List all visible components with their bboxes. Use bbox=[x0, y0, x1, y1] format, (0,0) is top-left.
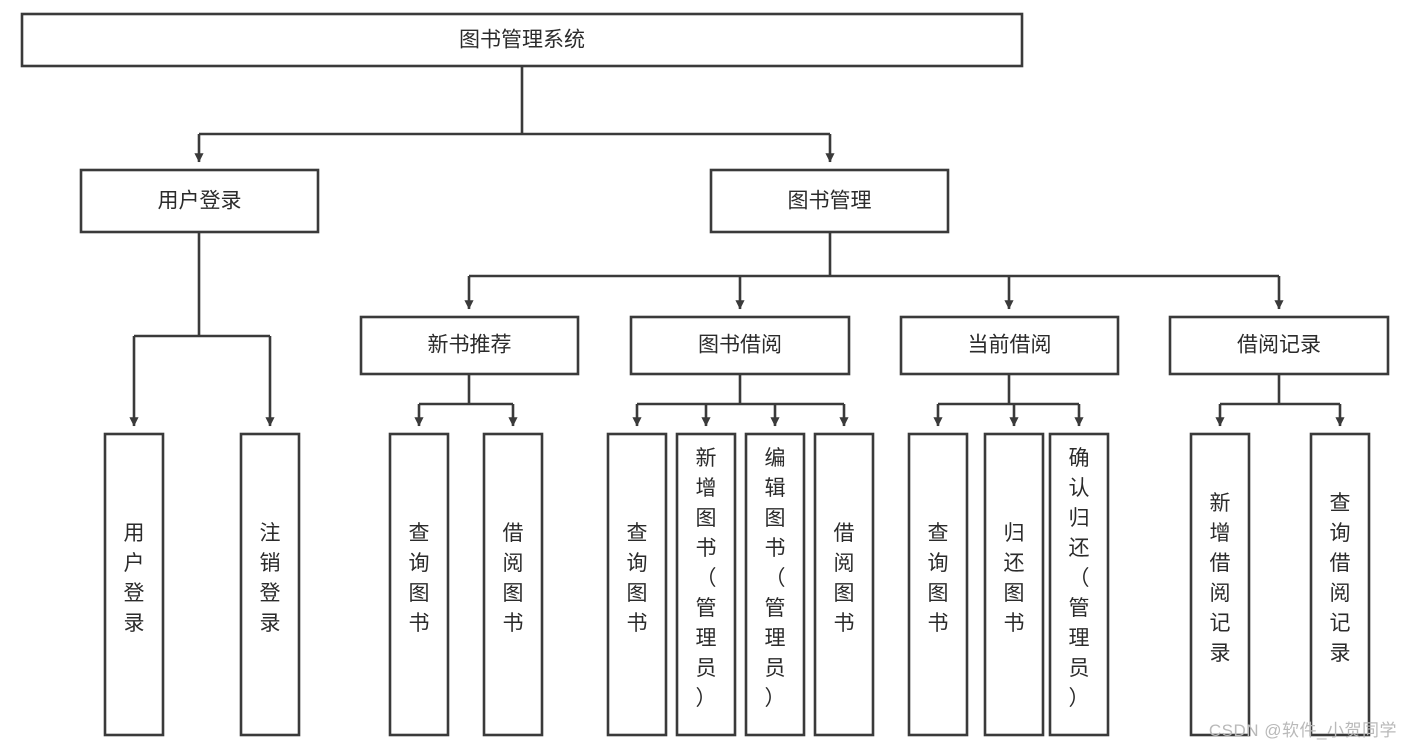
node-login-box[interactable] bbox=[79, 168, 320, 234]
node-records[interactable]: 借阅记录 bbox=[1168, 315, 1390, 376]
node-newbook-label: 新书推荐 bbox=[428, 334, 512, 357]
node-records-label: 借阅记录 bbox=[1237, 334, 1321, 357]
node-leaf-1-label: 用户登录 bbox=[124, 522, 145, 635]
node-root-label: 图书管理系统 bbox=[459, 29, 585, 52]
node-leaf-13-label: 查询借阅记录 bbox=[1330, 492, 1351, 665]
node-leaf-9[interactable]: 查询图书 bbox=[907, 432, 969, 737]
node-leaf-4-box[interactable] bbox=[482, 432, 544, 737]
node-leaf-6[interactable]: 新增图书（管理员） bbox=[675, 432, 737, 737]
node-newbook[interactable]: 新书推荐 bbox=[359, 315, 580, 376]
node-leaf-6-label: 新增图书（管理员） bbox=[696, 447, 717, 710]
node-leaf-8[interactable]: 借阅图书 bbox=[813, 432, 875, 737]
node-leaf-3-label: 查询图书 bbox=[409, 522, 430, 635]
connector-layer bbox=[129, 66, 1345, 427]
node-login[interactable]: 用户登录 bbox=[79, 168, 320, 234]
node-current-box[interactable] bbox=[899, 315, 1120, 376]
node-leaf-9-label: 查询图书 bbox=[928, 522, 949, 635]
node-leaf-5-box[interactable] bbox=[606, 432, 668, 737]
node-records-box[interactable] bbox=[1168, 315, 1390, 376]
node-bookmgmt[interactable]: 图书管理 bbox=[709, 168, 950, 234]
node-leaf-7-label: 编辑图书（管理员） bbox=[765, 447, 786, 710]
node-leaf-3-box[interactable] bbox=[388, 432, 450, 737]
node-root[interactable]: 图书管理系统 bbox=[20, 12, 1024, 68]
node-borrow-box[interactable] bbox=[629, 315, 851, 376]
node-leaf-2-label: 注销登录 bbox=[260, 522, 281, 635]
node-leaf-7[interactable]: 编辑图书（管理员） bbox=[744, 432, 806, 737]
node-leaf-8-box[interactable] bbox=[813, 432, 875, 737]
node-leaf-13-box[interactable] bbox=[1309, 432, 1371, 737]
node-leaf-13[interactable]: 查询借阅记录 bbox=[1309, 432, 1371, 737]
node-leaf-2[interactable]: 注销登录 bbox=[239, 432, 301, 737]
node-current[interactable]: 当前借阅 bbox=[899, 315, 1120, 376]
node-leaf-1-box[interactable] bbox=[103, 432, 165, 737]
node-leaf-10[interactable]: 归还图书 bbox=[983, 432, 1045, 737]
node-leaf-11-box[interactable] bbox=[1048, 432, 1110, 737]
node-leaf-6-box[interactable] bbox=[675, 432, 737, 737]
node-leaf-11[interactable]: 确认归还（管理员） bbox=[1048, 432, 1110, 737]
node-leaf-11-label: 确认归还（管理员） bbox=[1069, 447, 1090, 710]
node-leaf-8-label: 借阅图书 bbox=[834, 522, 855, 635]
node-leaf-2-box[interactable] bbox=[239, 432, 301, 737]
node-leaf-10-label: 归还图书 bbox=[1004, 522, 1025, 635]
node-root-box[interactable] bbox=[20, 12, 1024, 68]
node-leaf-9-box[interactable] bbox=[907, 432, 969, 737]
node-leaf-5-label: 查询图书 bbox=[627, 522, 648, 635]
node-leaf-3[interactable]: 查询图书 bbox=[388, 432, 450, 737]
node-borrow[interactable]: 图书借阅 bbox=[629, 315, 851, 376]
node-leaf-12-label: 新增借阅记录 bbox=[1210, 492, 1231, 665]
node-bookmgmt-box[interactable] bbox=[709, 168, 950, 234]
node-leaf-12[interactable]: 新增借阅记录 bbox=[1189, 432, 1251, 737]
node-leaf-4-label: 借阅图书 bbox=[503, 522, 524, 635]
node-leaf-12-box[interactable] bbox=[1189, 432, 1251, 737]
node-bookmgmt-label: 图书管理 bbox=[788, 190, 872, 213]
node-newbook-box[interactable] bbox=[359, 315, 580, 376]
node-leaf-7-box[interactable] bbox=[744, 432, 806, 737]
node-current-label: 当前借阅 bbox=[968, 334, 1052, 357]
node-leaf-5[interactable]: 查询图书 bbox=[606, 432, 668, 737]
node-borrow-label: 图书借阅 bbox=[698, 334, 782, 357]
node-leaf-4[interactable]: 借阅图书 bbox=[482, 432, 544, 737]
node-leaf-10-box[interactable] bbox=[983, 432, 1045, 737]
node-leaf-1[interactable]: 用户登录 bbox=[103, 432, 165, 737]
node-login-label: 用户登录 bbox=[158, 190, 242, 213]
